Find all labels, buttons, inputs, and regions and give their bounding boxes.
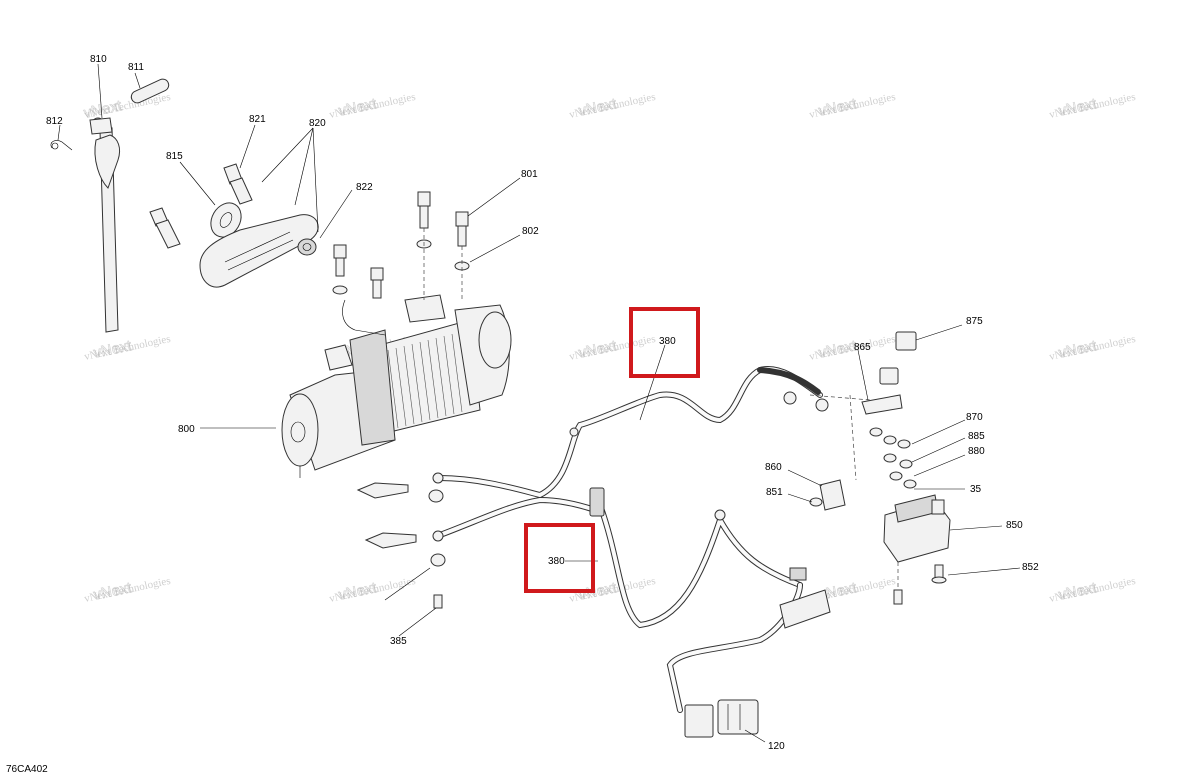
label-380-bottom: 380 xyxy=(548,556,565,567)
label-852: 852 xyxy=(1022,562,1039,573)
winch-assembly xyxy=(281,294,512,478)
label-820: 820 xyxy=(309,118,326,129)
contactor-assembly xyxy=(783,331,951,605)
watermark-text: vNext Technologies xyxy=(83,91,172,121)
label-801: 801 xyxy=(521,169,538,180)
label-812: 812 xyxy=(46,116,63,127)
label-851: 851 xyxy=(766,487,783,498)
label-815: 815 xyxy=(166,151,183,162)
label-875: 875 xyxy=(966,316,983,327)
label-800: 800 xyxy=(178,424,195,435)
highlight-box-380-bottom xyxy=(524,523,595,593)
hook-strap-assembly xyxy=(50,78,170,333)
label-385: 385 xyxy=(390,636,407,647)
label-380-top: 380 xyxy=(659,336,676,347)
fairlead-bolts xyxy=(149,163,319,288)
label-821: 821 xyxy=(249,114,266,125)
leader-lines xyxy=(57,63,1021,743)
label-880: 880 xyxy=(968,446,985,457)
highlight-boxes xyxy=(524,307,700,593)
label-865: 865 xyxy=(854,342,871,353)
winch-mount-bolts xyxy=(332,191,470,300)
highlight-box-380-top xyxy=(629,307,700,378)
wiring-harness xyxy=(356,366,831,738)
label-811: 811 xyxy=(128,62,144,73)
part-labels: 810 811 812 821 820 815 822 801 802 800 … xyxy=(46,54,1039,752)
label-810: 810 xyxy=(90,54,107,65)
label-870: 870 xyxy=(966,412,983,423)
label-120: 120 xyxy=(768,741,785,752)
label-35: 35 xyxy=(970,484,982,495)
label-822: 822 xyxy=(356,182,373,193)
label-802: 802 xyxy=(522,226,539,237)
label-850: 850 xyxy=(1006,520,1023,531)
label-860: 860 xyxy=(765,462,782,473)
diagram-code: 76CA402 xyxy=(6,764,48,775)
label-885: 885 xyxy=(968,431,985,442)
